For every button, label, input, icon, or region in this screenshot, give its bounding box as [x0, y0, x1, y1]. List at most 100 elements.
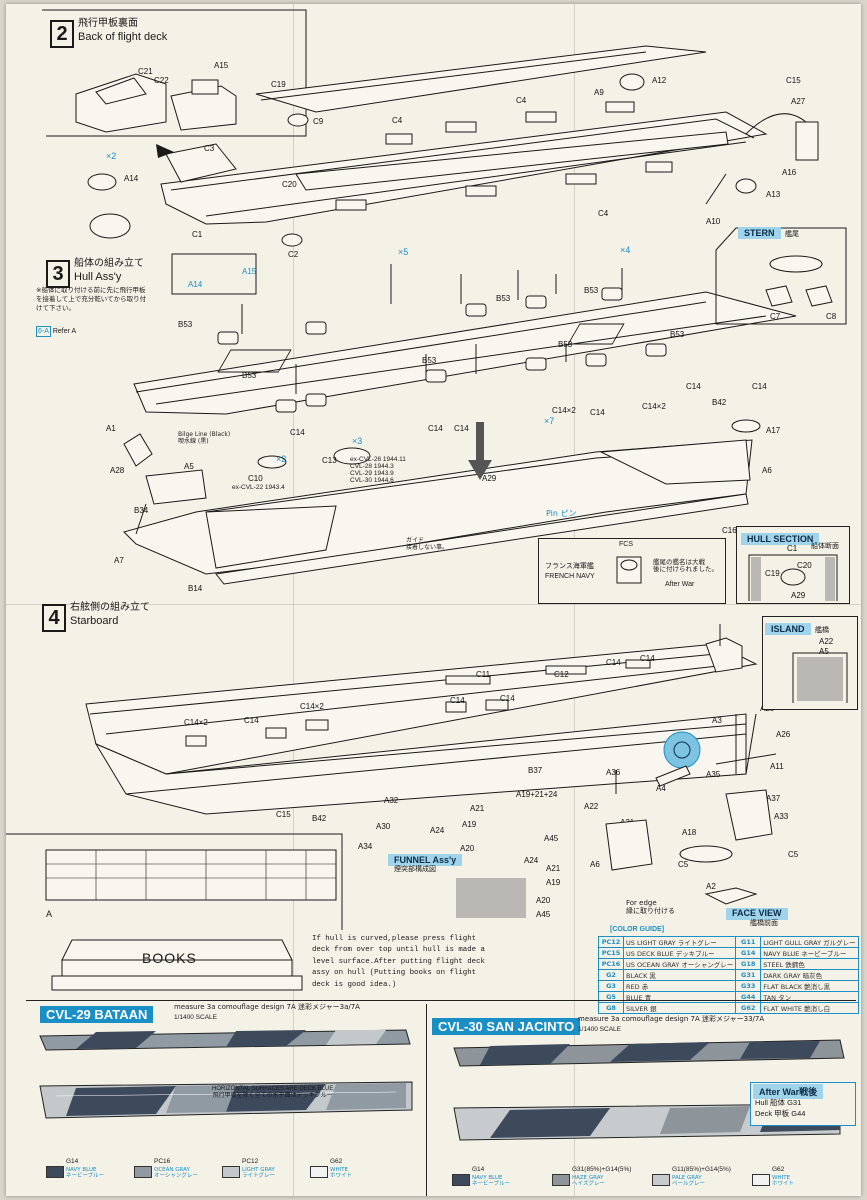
color-swatch — [752, 1174, 770, 1186]
face-view-title: FACE VIEW — [726, 908, 788, 920]
legend-name: OCEAN GRAY オーシャングレー — [154, 1167, 198, 1180]
color-name: FLAT BLACK 艶消し黒 — [760, 980, 859, 992]
color-code: G11 — [735, 936, 762, 948]
step-number: 4 — [42, 604, 66, 632]
color-swatch — [222, 1166, 240, 1178]
instruction-sheet: 2 飛行甲板裏面 Back of flight deck — [6, 4, 861, 1196]
color-name: LIGHT GULL GRAY ガルグレー — [760, 936, 859, 948]
color-name: NAVY BLUE ネービーブルー — [760, 947, 859, 959]
color-name: US LIGHT GRAY ライトグレー — [622, 936, 737, 948]
guide-note: ガイド 接着しない事。 — [406, 537, 449, 551]
qty-label: ×4 — [620, 245, 631, 255]
legend-name: NAVY BLUE ネービーブルー — [66, 1167, 105, 1180]
qty-label: ×2 — [276, 454, 287, 464]
color-code: G31 — [735, 969, 762, 981]
hull-side-detail — [6, 833, 343, 930]
color-code: G14 — [735, 947, 762, 959]
color-name: FLAT WHITE 艶消し白 — [760, 1002, 859, 1014]
step-title-en: Back of flight deck — [78, 31, 168, 43]
color-swatch — [134, 1166, 152, 1178]
color-name: DARK GRAY 暗灰色 — [760, 969, 859, 981]
step-3-note: ※船体に取り付ける前に先に飛行甲板 を接着して上で充分乾いてから取り付 けて下さ… — [36, 286, 147, 312]
marker-a: A — [46, 909, 53, 919]
step-title-jp: 船体の組み立て — [74, 258, 144, 269]
color-swatch — [46, 1166, 64, 1178]
edge-note: For edge 縁に取り付ける — [626, 899, 675, 915]
qty-label: ×3 — [352, 436, 363, 446]
refer-note: Refer A — [52, 328, 77, 335]
color-code: G3 — [598, 980, 624, 992]
books-text: If hull is curved,please press flight de… — [312, 935, 485, 989]
legend-code: G62 — [772, 1166, 785, 1173]
stern-inset: STERN 艦尾 C7 C8 — [715, 220, 856, 325]
bataan-profile — [39, 1029, 413, 1119]
color-swatch — [310, 1166, 328, 1178]
color-code: G33 — [735, 980, 762, 992]
bilge-note: Bilge Line (Black) 喫水線 (黒) — [178, 431, 231, 445]
step-number: 3 — [46, 260, 70, 288]
fold-line — [293, 4, 294, 1196]
face-view-jp: 艦橋前面 — [750, 919, 778, 927]
sanjacinto-profile — [453, 1039, 845, 1141]
step-3-drawing — [123, 253, 797, 585]
step-number: 2 — [50, 20, 74, 48]
legend-code: G31(85%)+G14(5%) — [572, 1166, 632, 1173]
qty-label: ×7 — [544, 416, 555, 426]
legend-name: HAZE GRAY ヘイズグレー — [572, 1175, 605, 1188]
color-guide-title: [COLOR GUIDE] — [610, 926, 665, 933]
legend-code: G14 — [66, 1158, 79, 1165]
color-code: G62 — [735, 1002, 762, 1014]
color-code: G18 — [735, 958, 762, 970]
deck-note: HORIZONTAL SURFACES ARE DECK BLUE 飛行甲板を除… — [212, 1086, 334, 1099]
legend-code: G14 — [472, 1166, 485, 1173]
cvl-years: ex-CVL-26 1944.11 CVL-28 1944.3 CVL-29 1… — [350, 456, 406, 485]
step-4-drawing — [85, 624, 758, 815]
sanjacinto-title: CVL-30 SAN JACINTO — [432, 1018, 581, 1035]
bataan-subtitle: measure 3a comouflage design 7A 迷彩メジャー3a… — [174, 1003, 360, 1011]
legend-name: WHITE ホワイト — [330, 1167, 353, 1180]
legend-name: PALE GRAY ペールグレー — [672, 1175, 706, 1188]
color-swatch — [552, 1174, 570, 1186]
step-title-jp: 飛行甲板裏面 — [78, 18, 138, 29]
step-title-jp: 右舷側の組み立て — [70, 602, 150, 613]
legend-name: NAVY BLUE ネービーブルー — [472, 1175, 511, 1188]
divider — [426, 1004, 427, 1196]
bataan-title: CVL-29 BATAAN — [40, 1006, 154, 1023]
pin-label: Pin ピン — [546, 509, 577, 518]
fold-line — [6, 604, 861, 605]
color-name: US DECK BLUE デッキブルー — [622, 947, 737, 959]
step-2-drawing — [42, 9, 819, 247]
step-title-en: Starboard — [70, 615, 119, 627]
color-name: BLACK 黒 — [622, 969, 737, 981]
funnel-inset: FUNNEL Ass'y 煙突部構成図 A24 A21 A19 A20 A45 — [386, 848, 560, 920]
legend-code: G11(85%)+G14(5%) — [672, 1166, 731, 1173]
color-code: PC15 — [598, 947, 624, 959]
color-swatch — [652, 1174, 670, 1186]
sanjacinto-scale: 1/1400 SCALE — [578, 1026, 622, 1033]
books-label: BOOKS — [142, 950, 197, 966]
island-inset: ISLAND 艦橋 A22 A5 — [762, 616, 858, 710]
divider — [26, 1000, 856, 1001]
hull-section-inset: HULL SECTION 船体断面 C1 C20 C19 A29 — [736, 526, 850, 604]
after-war-box: After War戦後 Hull 船体 G31 Deck 甲板 G44 — [750, 1082, 856, 1126]
legend-code: PC12 — [242, 1158, 259, 1165]
step-title-en: Hull Ass'y — [74, 271, 122, 283]
color-code: G2 — [598, 969, 624, 981]
color-swatch — [452, 1174, 470, 1186]
legend-name: WHITE ホワイト — [772, 1175, 795, 1188]
legend-code: PC16 — [154, 1158, 171, 1165]
qty-label: ×5 — [398, 247, 409, 257]
color-code: G8 — [598, 1002, 624, 1014]
legend-code: G62 — [330, 1158, 343, 1165]
sanjacinto-subtitle: measure 3a comouflage design 7A 迷彩メジャー33… — [578, 1015, 765, 1023]
cvl22-note: ex-CVL-22 1943.4 — [232, 484, 285, 491]
qty-label: ×2 — [106, 151, 117, 161]
color-name: RED 赤 — [622, 980, 737, 992]
